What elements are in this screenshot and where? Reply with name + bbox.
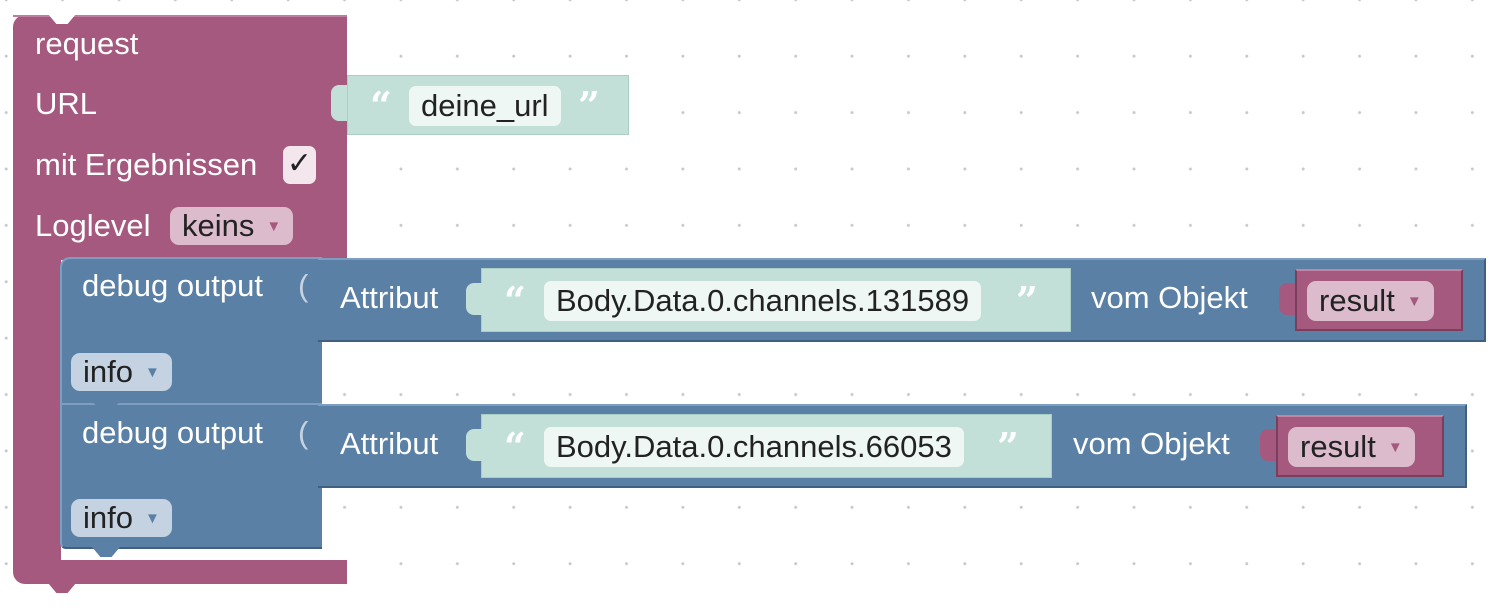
close-quote-icon: ” [578,83,600,128]
object-label: vom Objekt [1091,280,1248,315]
request-block-footer [13,560,347,584]
open-quote-icon: “ [370,83,392,128]
dropdown-arrow-icon: ▼ [266,218,282,235]
url-string-field[interactable]: deine_url [409,86,561,126]
attribute-value: Body.Data.0.channels.131589 [556,283,970,318]
loglevel-label: Loglevel [35,208,151,243]
loglevel-value: keins [182,208,255,243]
variable-value: result [1300,429,1376,464]
stack-connector [92,401,120,411]
attribute-socket-connector [466,429,484,461]
log-level-dropdown[interactable]: info ▼ [71,499,172,537]
next-connector [48,583,76,593]
dropdown-arrow-icon: ▼ [144,364,160,381]
checkmark-icon: ✓ [286,147,313,180]
object-label: vom Objekt [1073,426,1230,461]
attribute-socket-connector [466,283,484,315]
close-quote-icon: ” [997,424,1019,469]
variable-value: result [1319,283,1395,318]
attribute-label: Attribut [340,426,439,461]
object-socket-connector [1260,429,1278,461]
attribute-value: Body.Data.0.channels.66053 [556,429,952,464]
close-quote-icon: ” [1016,278,1038,323]
variable-block[interactable]: result ▼ [1295,269,1463,331]
bracket-icon: ( [298,415,309,450]
debug-label: debug output [82,268,264,303]
bracket-icon: ( [298,268,309,303]
loglevel-dropdown[interactable]: keins ▼ [170,207,294,245]
object-socket-connector [1279,283,1297,315]
next-connector [92,547,120,557]
url-value: deine_url [421,88,549,123]
url-socket-connector [331,85,349,121]
dropdown-arrow-icon: ▼ [1406,293,1422,310]
attribute-string-block[interactable]: “ Body.Data.0.channels.66053 ” [481,414,1052,478]
attribute-string-block[interactable]: “ Body.Data.0.channels.131589 ” [481,268,1071,332]
url-string-block[interactable]: “ deine_url ” [347,75,629,135]
variable-dropdown[interactable]: result ▼ [1288,427,1415,467]
request-title: request [35,26,139,61]
variable-block[interactable]: result ▼ [1276,415,1444,477]
attribute-label: Attribut [340,280,439,315]
debug-label: debug output [82,415,264,450]
results-checkbox[interactable]: ✓ [283,146,316,184]
dropdown-arrow-icon: ▼ [1387,439,1403,456]
request-block-highlight [13,15,347,17]
url-label: URL [35,86,98,121]
open-quote-icon: “ [504,278,526,323]
log-level-dropdown[interactable]: info ▼ [71,353,172,391]
log-level-value: info [83,500,133,535]
log-level-value: info [83,354,133,389]
results-label: mit Ergebnissen [35,147,258,182]
attribute-string-field[interactable]: Body.Data.0.channels.131589 [544,281,982,321]
variable-dropdown[interactable]: result ▼ [1307,281,1434,321]
previous-notch [48,14,76,24]
open-quote-icon: “ [504,424,526,469]
request-block-spine [13,255,61,567]
attribute-string-field[interactable]: Body.Data.0.channels.66053 [544,427,964,467]
dropdown-arrow-icon: ▼ [144,510,160,527]
